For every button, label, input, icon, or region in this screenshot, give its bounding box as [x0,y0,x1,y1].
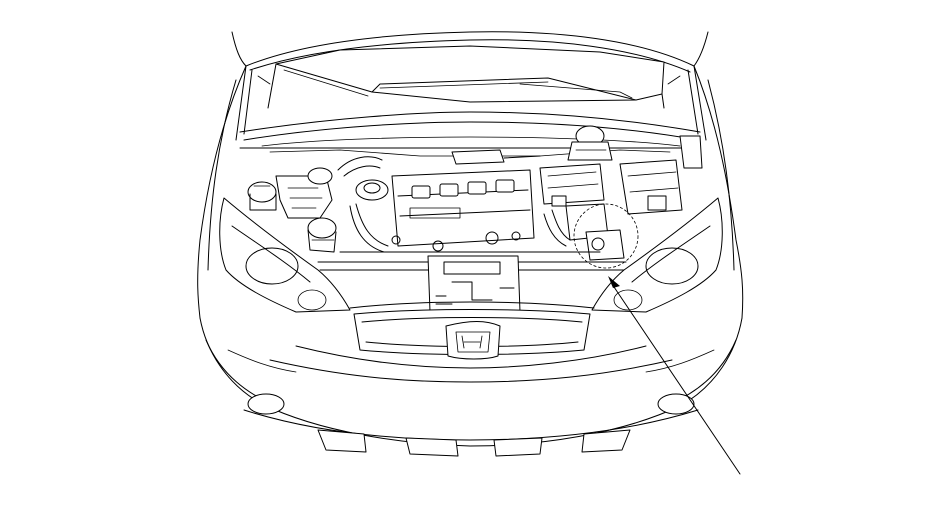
highlight-circle [574,204,638,268]
coolant-reservoir [568,126,612,160]
brand-emblem [446,322,500,360]
fog-lamp-left [248,394,284,414]
lower-intake-2 [406,438,458,456]
lower-intake-4 [582,430,630,452]
fog-lamp-right [658,394,694,414]
hood-raised [232,32,708,108]
battery [540,164,604,206]
headlight-left [220,198,350,312]
lower-intake-3 [494,438,542,456]
vehicle-body-outline [198,66,743,318]
fuse-box [620,160,682,214]
callout-leader [608,276,740,474]
front-bumper [200,318,742,456]
hood-latch-bracket [428,256,520,312]
oil-filler-cap [356,180,388,200]
engine-bay [240,126,702,270]
washer-reservoir [308,218,336,252]
headlight-right [592,198,722,312]
hood-hinges [236,66,706,140]
brake-fluid-reservoir [248,182,276,210]
engine-cover [392,170,534,251]
lower-intake-1 [318,430,366,452]
